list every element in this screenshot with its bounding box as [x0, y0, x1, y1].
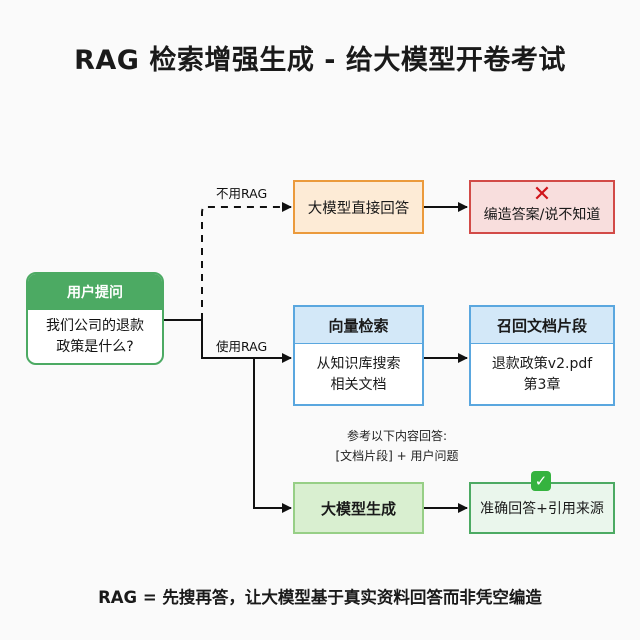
- vector-search-node: 向量检索 从知识库搜索 相关文档: [293, 305, 424, 406]
- connector-no-rag: [201, 202, 292, 320]
- diagram-title: RAG 检索增强生成 - 给大模型开卷考试: [74, 45, 566, 76]
- user-question-line1: 我们公司的退款: [46, 318, 144, 334]
- llm-generation-node: 大模型生成: [293, 482, 424, 534]
- vector-search-header: 向量检索: [295, 307, 422, 344]
- direct-answer-node: 大模型直接回答: [293, 180, 424, 234]
- retrieved-docs-line1: 退款政策v2.pdf: [491, 356, 593, 372]
- retrieved-docs-node: 召回文档片段 退款政策v2.pdf 第3章: [469, 305, 615, 406]
- user-question-header: 用户提问: [28, 274, 162, 310]
- check-mark-icon: ✓: [531, 471, 551, 491]
- cross-mark-icon: ✕: [532, 182, 552, 207]
- vector-search-body: 从知识库搜索 相关文档: [295, 344, 422, 406]
- user-question-body: 我们公司的退款 政策是什么?: [28, 310, 162, 363]
- retrieved-docs-body: 退款政策v2.pdf 第3章: [471, 344, 613, 406]
- hallucination-result-node: ✕ 编造答案/说不知道: [469, 180, 615, 234]
- prompt-note-line2: [文档片段] + 用户问题: [335, 449, 459, 463]
- no-rag-label: 不用RAG: [216, 186, 268, 201]
- retrieved-docs-line2: 第3章: [523, 377, 561, 393]
- retrieved-docs-header: 召回文档片段: [471, 307, 613, 344]
- footer-summary: RAG = 先搜再答，让大模型基于真实资料回答而非凭空编造: [98, 588, 542, 607]
- use-rag-label: 使用RAG: [216, 339, 268, 354]
- user-question-line2: 政策是什么?: [56, 339, 134, 355]
- vector-search-line1: 从知识库搜索: [316, 356, 401, 372]
- user-question-node: 用户提问 我们公司的退款 政策是什么?: [26, 272, 164, 365]
- connector-use-rag: [201, 320, 292, 363]
- prompt-note: 参考以下内容回答: [文档片段] + 用户问题: [322, 426, 472, 466]
- hallucination-result-text: 编造答案/说不知道: [483, 207, 601, 223]
- vector-search-line2: 相关文档: [330, 377, 387, 393]
- connector-to-generation: [253, 358, 292, 513]
- prompt-note-line1: 参考以下内容回答:: [346, 429, 448, 443]
